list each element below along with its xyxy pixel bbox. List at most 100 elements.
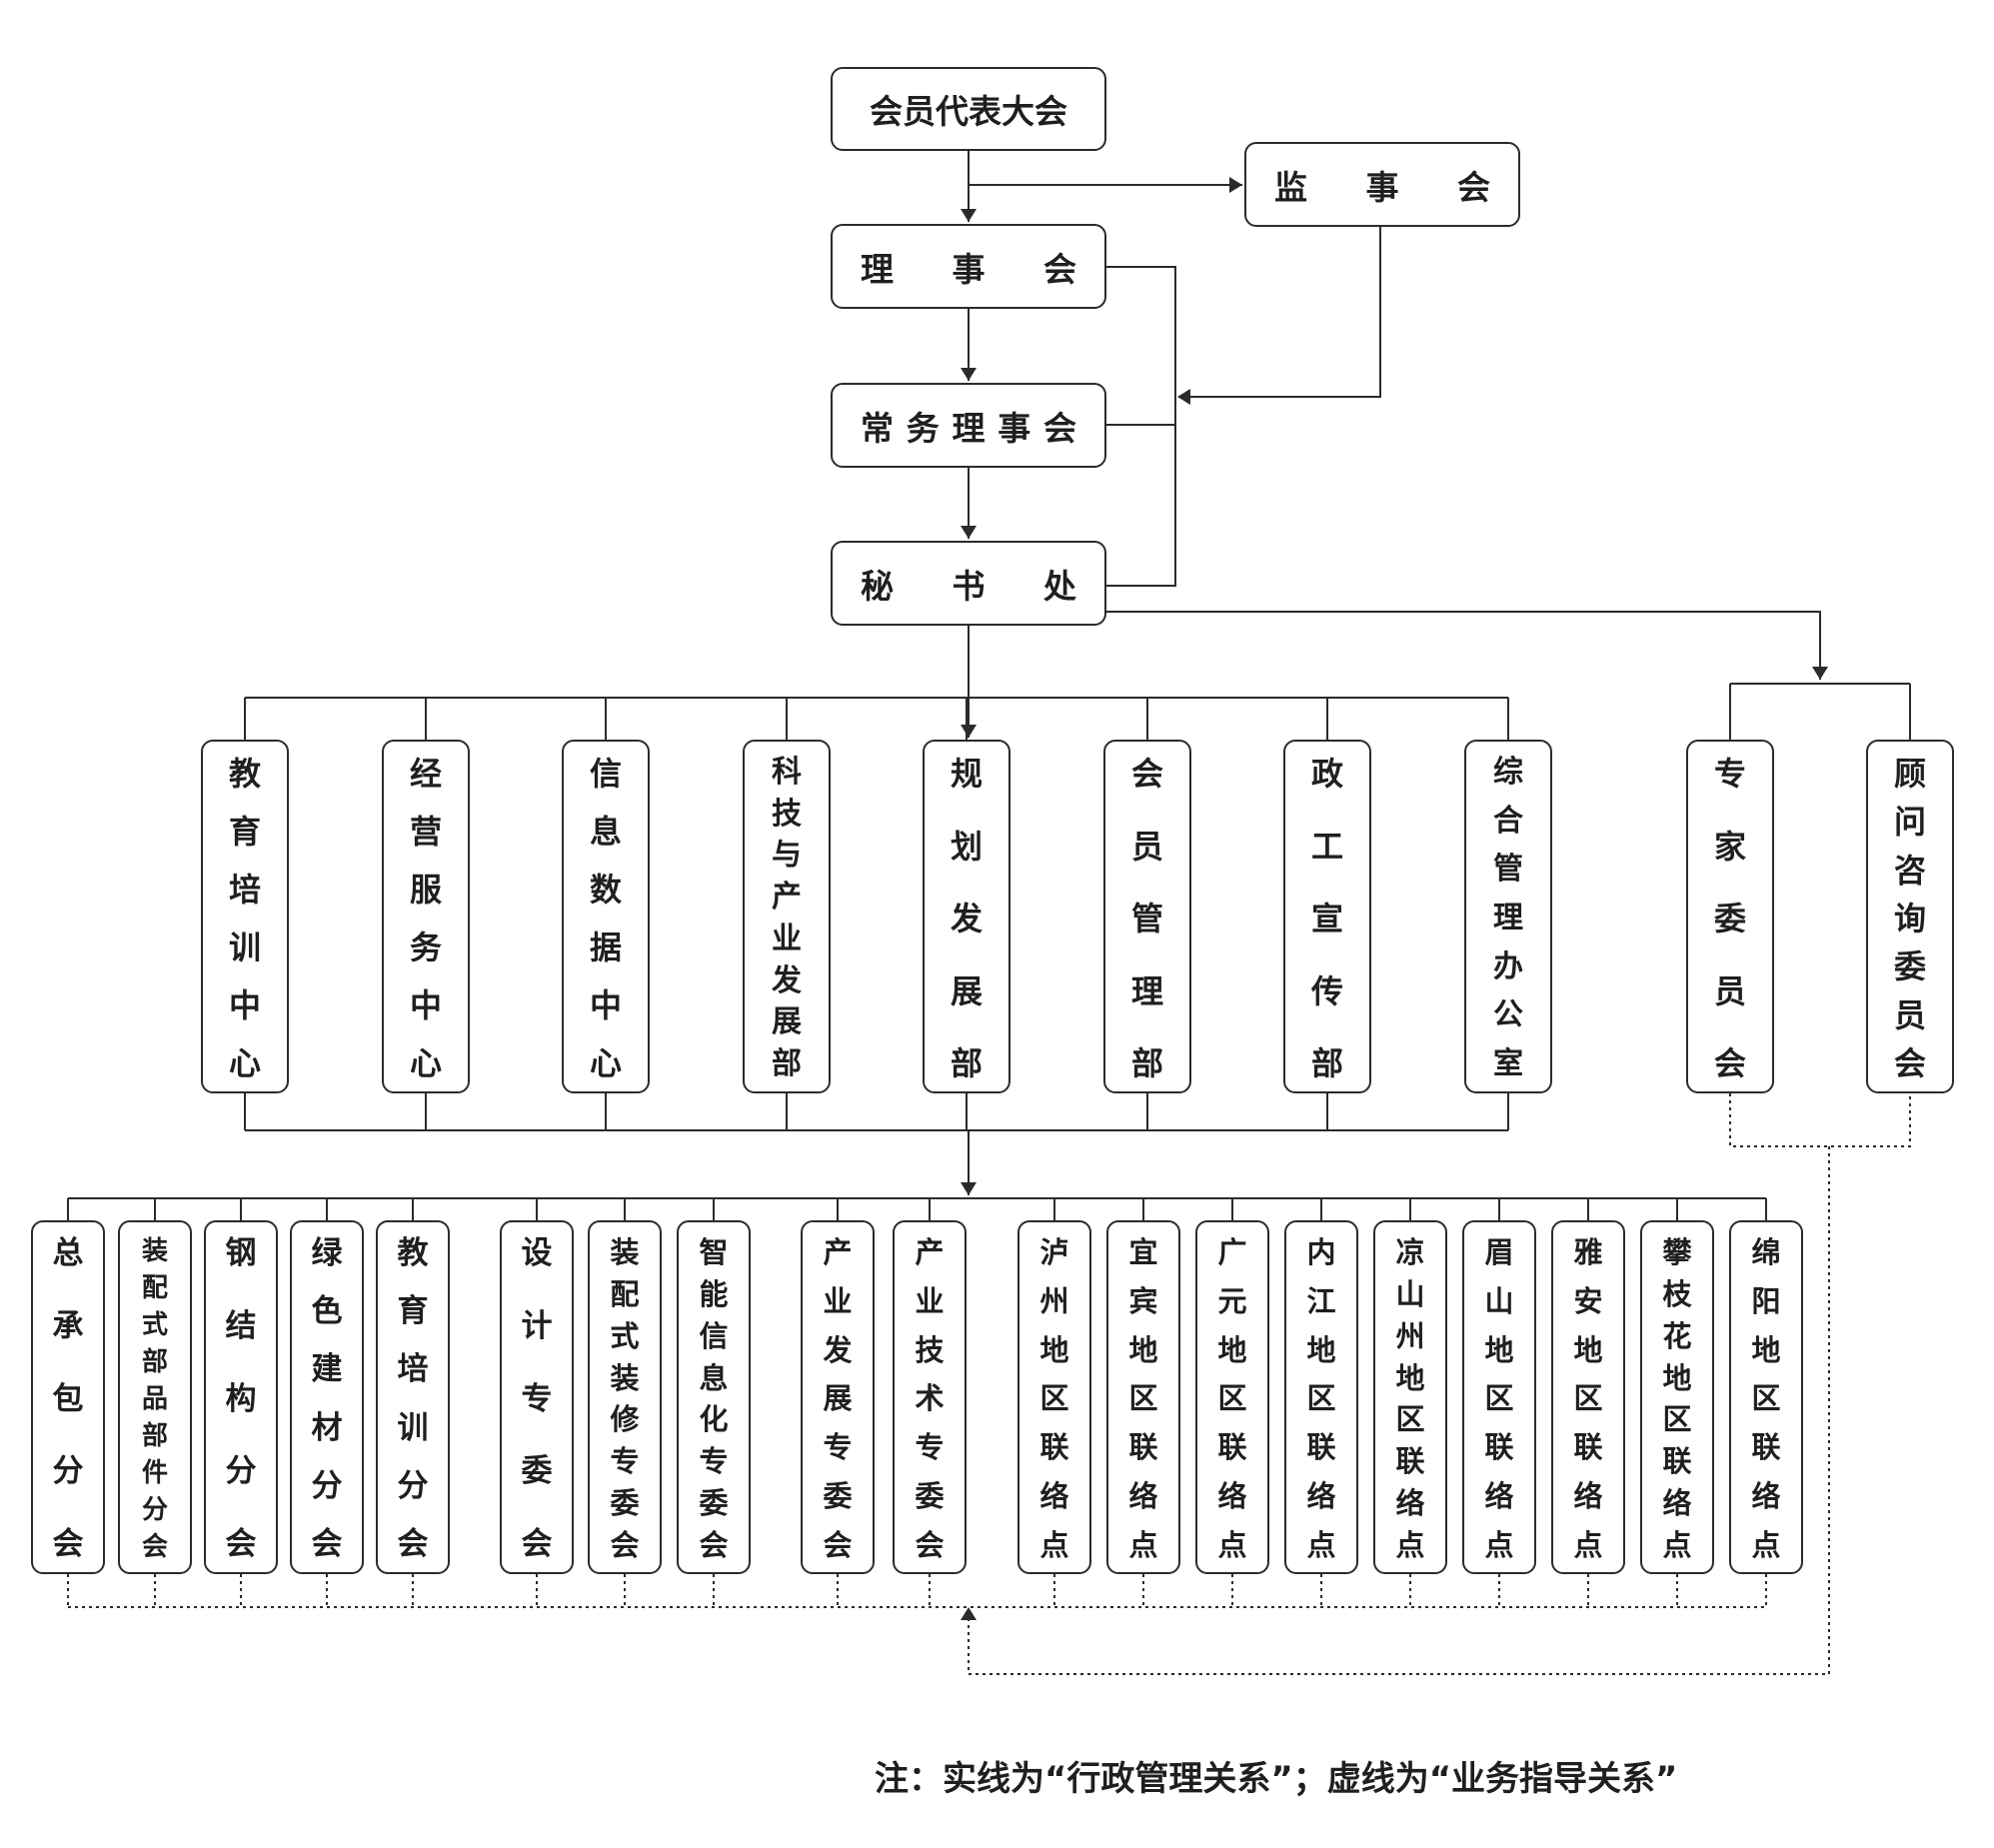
branch-box-9-char: 专 <box>823 1430 853 1465</box>
council-box: 理 事 会 <box>831 224 1106 309</box>
department-box-7: 政工宣传部 <box>1283 740 1371 1093</box>
branch-box-16-char: 山 <box>1484 1283 1514 1318</box>
branch-box-17-char: 络 <box>1573 1479 1603 1514</box>
branch-box-9-char: 委 <box>823 1479 853 1514</box>
department-box-6-char: 部 <box>1130 1044 1163 1082</box>
department-box-4-char: 科 <box>772 755 802 790</box>
arrow-standing <box>961 368 977 381</box>
branch-box-7-char: 配 <box>610 1276 640 1311</box>
secretariat-box: 秘 书 处 <box>831 541 1106 626</box>
department-box-6: 会员管理部 <box>1103 740 1191 1093</box>
branch-box-14-char: 点 <box>1306 1527 1336 1562</box>
branch-box-9-char: 业 <box>823 1283 853 1318</box>
branch-box-5-char: 育 <box>397 1293 429 1330</box>
department-box-5-char: 部 <box>950 1044 983 1082</box>
committee-box-2-char: 委 <box>1893 947 1926 986</box>
legend-note: 注：实线为“行政管理关系”；虚线为“业务指导关系” <box>875 1759 1678 1799</box>
department-box-2: 经营服务中心 <box>382 740 470 1093</box>
dashed-committees-bus <box>1729 1093 1911 1147</box>
committee-box-1-char: 家 <box>1713 827 1746 866</box>
secretariat-char-1: 秘 <box>861 566 894 606</box>
secretariat-char-3: 处 <box>1043 566 1076 606</box>
branch-box-18-char: 枝 <box>1662 1276 1692 1311</box>
branch-box-13-char: 元 <box>1217 1283 1247 1318</box>
secretariat-char-2: 书 <box>952 566 986 606</box>
branch-box-16: 眉山地区联络点 <box>1462 1220 1536 1574</box>
branch-box-19-char: 阳 <box>1751 1283 1781 1318</box>
branch-box-17-char: 点 <box>1573 1527 1603 1562</box>
committee-box-1-char: 员 <box>1713 971 1746 1010</box>
branch-box-10-char: 专 <box>915 1430 945 1465</box>
branch-box-3-char: 钢 <box>225 1235 257 1271</box>
department-box-4-char: 展 <box>772 1004 802 1040</box>
assembly-box: 会员代表大会 <box>831 67 1106 151</box>
department-box-7-char: 政 <box>1310 755 1343 793</box>
branch-box-16-char: 联 <box>1484 1430 1514 1465</box>
branch-box-13-char: 地 <box>1217 1332 1247 1367</box>
branch-box-19-char: 联 <box>1751 1430 1781 1465</box>
branch-box-10-char: 会 <box>915 1527 945 1562</box>
branch-box-3-char: 分 <box>225 1453 257 1490</box>
branch-box-11-char: 区 <box>1039 1381 1069 1416</box>
branch-box-18-char: 区 <box>1662 1402 1692 1437</box>
branch-box-5: 教育培训分会 <box>376 1220 450 1574</box>
branch-box-2-char: 装 <box>141 1236 168 1266</box>
branch-box-17: 雅安地区联络点 <box>1551 1220 1625 1574</box>
branch-box-1-char: 会 <box>52 1526 84 1562</box>
department-box-2-char: 中 <box>409 986 442 1024</box>
branch-box-15-char: 凉 <box>1395 1235 1425 1269</box>
branch-box-14-char: 区 <box>1306 1381 1336 1416</box>
arrow-departments <box>961 725 977 738</box>
branch-box-8-char: 专 <box>699 1444 729 1479</box>
committee-box-2-char: 问 <box>1893 803 1926 842</box>
branch-box-6-char: 会 <box>521 1526 553 1562</box>
department-box-4-char: 部 <box>772 1045 802 1081</box>
branch-box-4-char: 色 <box>311 1293 343 1330</box>
branch-box-14-char: 络 <box>1306 1479 1336 1514</box>
branch-box-11-char: 地 <box>1039 1332 1069 1367</box>
branch-box-2-char: 部 <box>141 1347 168 1377</box>
branch-box-15-char: 山 <box>1395 1276 1425 1311</box>
branch-box-6: 设计专委会 <box>500 1220 574 1574</box>
department-box-4-char: 发 <box>772 962 802 998</box>
arrow-secretariat <box>961 526 977 539</box>
arrow-branches <box>961 1182 977 1195</box>
branch-box-12: 宜宾地区联络点 <box>1106 1220 1180 1574</box>
department-box-7-char: 部 <box>1310 1044 1343 1082</box>
department-box-1-char: 中 <box>228 986 261 1024</box>
branch-box-5-char: 培 <box>397 1351 429 1388</box>
branch-box-2: 装配式部品部件分会 <box>118 1220 192 1574</box>
arrow-committees <box>1812 667 1828 680</box>
line-secretariat-to-committees <box>1106 611 1821 680</box>
branch-box-15-char: 州 <box>1395 1318 1425 1353</box>
branch-box-18-char: 络 <box>1662 1486 1692 1521</box>
branch-box-7-char: 装 <box>610 1235 640 1269</box>
committee-box-2-char: 员 <box>1893 995 1926 1034</box>
branch-box-15-char: 地 <box>1395 1360 1425 1395</box>
department-box-5-char: 展 <box>950 971 983 1010</box>
branch-box-3-char: 构 <box>225 1380 257 1417</box>
department-box-4: 科技与产业发展部 <box>743 740 831 1093</box>
branch-box-17-char: 联 <box>1573 1430 1603 1465</box>
branch-box-10-char: 业 <box>915 1283 945 1318</box>
department-box-7-char: 工 <box>1310 827 1343 866</box>
branch-box-2-char: 式 <box>141 1310 168 1340</box>
branch-box-9: 产业发展专委会 <box>801 1220 875 1574</box>
branch-box-14-char: 地 <box>1306 1332 1336 1367</box>
council-char-1: 理 <box>861 249 894 289</box>
department-box-2-char: 服 <box>409 871 442 909</box>
arrow-council <box>961 209 977 222</box>
committee-box-1-char: 会 <box>1713 1044 1746 1082</box>
branch-box-9-char: 发 <box>823 1332 853 1367</box>
arrow-supervisors-bracket <box>1177 389 1190 405</box>
branch-box-18-char: 攀 <box>1662 1235 1692 1269</box>
committee-box-1-char: 委 <box>1713 900 1746 937</box>
branch-box-5-char: 会 <box>397 1525 429 1562</box>
branch-box-2-char: 会 <box>141 1532 168 1562</box>
supervisors-char-2: 事 <box>1365 167 1399 207</box>
committee-box-2-char: 会 <box>1893 1043 1926 1082</box>
branch-box-7-char: 会 <box>610 1527 640 1562</box>
branch-box-17-char: 区 <box>1573 1381 1603 1416</box>
department-box-6-char: 管 <box>1130 900 1163 937</box>
committee-box-2: 顾问咨询委员会 <box>1866 740 1954 1093</box>
